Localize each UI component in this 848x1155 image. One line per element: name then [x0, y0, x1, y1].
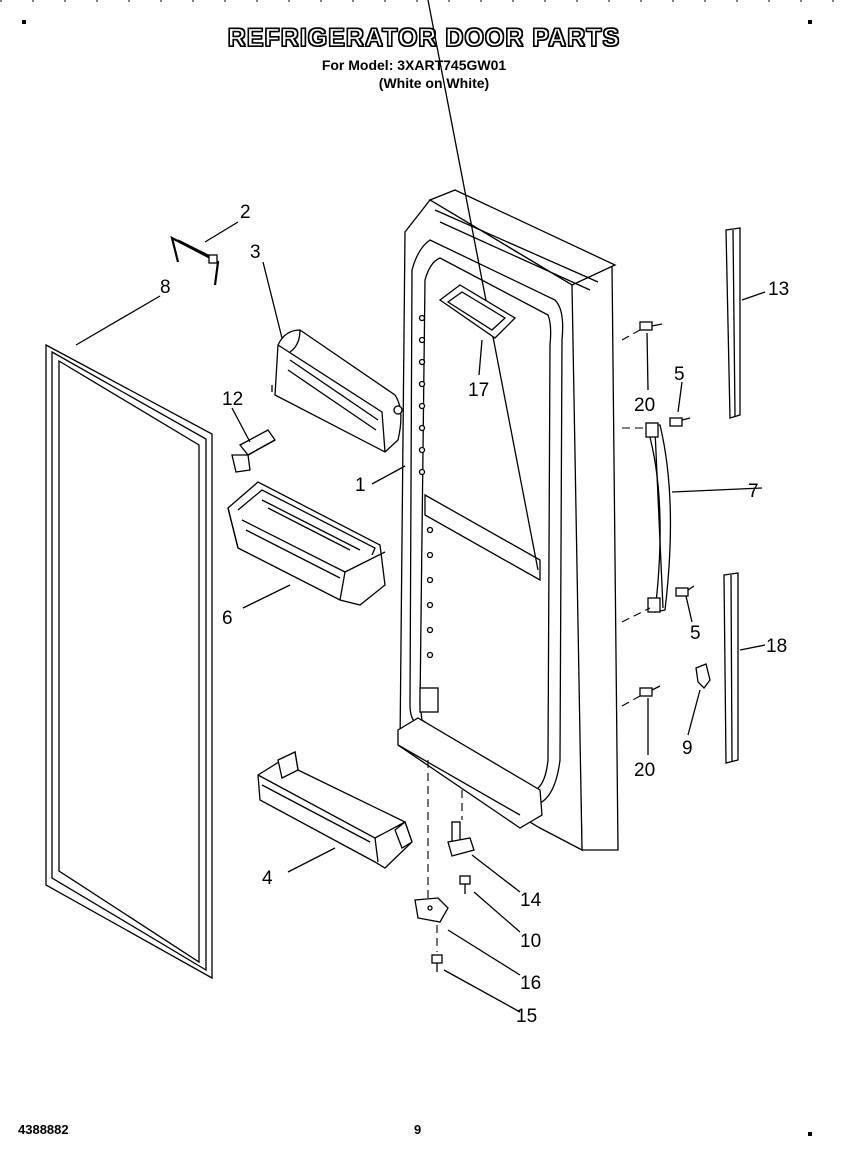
part-7-handle	[645, 422, 672, 613]
part-9-clip	[695, 663, 711, 689]
callout-18: 18	[766, 636, 787, 657]
part-18-trim-strip	[723, 572, 739, 764]
callout-9: 9	[682, 738, 693, 759]
part-2-clip	[170, 235, 220, 286]
screw-20-upper	[621, 321, 663, 341]
callout-6: 6	[222, 608, 233, 629]
callout-16: 16	[520, 973, 541, 994]
callout-15: 15	[516, 1006, 537, 1027]
part-17-tray	[438, 284, 517, 339]
callout-20-lower: 20	[634, 760, 655, 781]
page-title: REFRIGERATOR DOOR PARTS	[227, 23, 621, 52]
document-number: 4388882	[18, 1122, 69, 1137]
callout-1: 1	[355, 475, 366, 496]
callout-2: 2	[240, 202, 251, 223]
part-15-screw	[431, 954, 443, 972]
part-6-door-bin	[227, 481, 386, 606]
part-13-trim-strip	[725, 227, 741, 419]
callout-13: 13	[768, 279, 789, 300]
page-number: 9	[414, 1122, 422, 1137]
callout-5-lower: 5	[690, 623, 701, 644]
callout-17: 17	[468, 380, 489, 401]
part-1-door-assembly	[397, 0, 619, 852]
callout-10: 10	[520, 931, 541, 952]
callout-8: 8	[160, 277, 171, 298]
part-3-shelf-cover	[271, 329, 403, 453]
part-4-lower-bin	[257, 750, 413, 869]
callout-3: 3	[250, 242, 261, 263]
model-line: For Model: 3XART745GW01	[321, 57, 507, 73]
part-10-screw	[459, 875, 471, 894]
screw-20-lower	[621, 685, 661, 707]
callout-14: 14	[520, 890, 542, 911]
screw-5-lower	[621, 585, 695, 623]
finish-line: (White on White)	[378, 75, 490, 91]
leader-lines	[75, 221, 766, 1013]
callout-7: 7	[748, 481, 759, 502]
part-12-bracket	[231, 429, 276, 473]
callout-5-upper: 5	[674, 364, 685, 385]
callout-4: 4	[262, 868, 273, 889]
part-16-hinge-bracket	[414, 897, 449, 923]
part-14-hinge	[447, 821, 475, 857]
part-8-door-gasket	[45, 343, 213, 980]
callouts: 2 3 8 12 1 6 4 17 20 5 13 7 5 18 9 20 14…	[160, 202, 789, 1027]
callout-12: 12	[222, 389, 243, 410]
callout-20-upper: 20	[634, 395, 655, 416]
screw-5-upper	[669, 417, 691, 427]
shelf-holes	[418, 314, 434, 659]
